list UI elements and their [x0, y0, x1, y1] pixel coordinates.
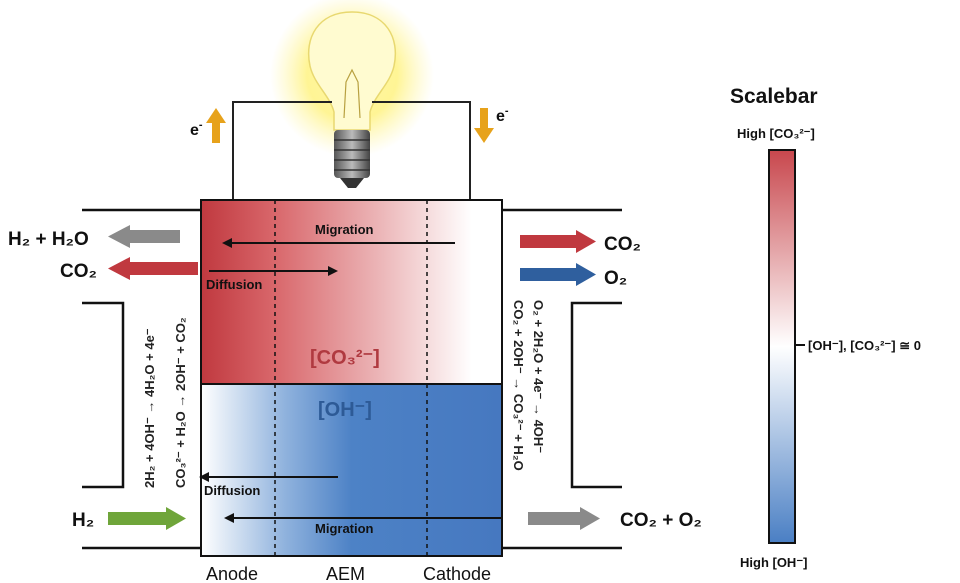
migration-label-top: Migration: [315, 222, 374, 237]
cathode-reaction-2: CO₂ + 2OH⁻ → CO₃²⁻ + H₂O: [511, 300, 526, 471]
co2-o2-outlet-label: CO₂ + O₂: [620, 510, 702, 531]
cell-outline: [200, 199, 503, 557]
electron-label-left: e-: [190, 119, 203, 139]
co2-outlet-arrow-icon: [108, 257, 198, 280]
migration-arrow-top: [222, 238, 455, 248]
circuit-wire-right: [372, 101, 471, 200]
anode-channel-bracket: [82, 301, 125, 489]
co2-o2-outlet-arrow-icon: [528, 507, 600, 530]
scalebar-high-carbonate: High [CO₃²⁻]: [737, 126, 815, 141]
migration-arrow-bottom: [224, 513, 502, 523]
cathode-channel-bracket: [570, 301, 622, 489]
co2-inlet-label: CO₂: [604, 234, 641, 255]
hydroxide-label: [OH⁻]: [318, 399, 372, 421]
h2-inlet-label: H₂: [72, 510, 94, 531]
electron-arrow-up-icon: [206, 108, 226, 143]
hydroxide-region: [201, 384, 502, 556]
diffusion-arrow-bottom: [199, 472, 338, 482]
h2-h2o-label: H₂ + H₂O: [8, 229, 89, 250]
electron-arrow-down-icon: [474, 108, 494, 143]
o2-inlet-arrow-icon: [520, 263, 596, 286]
lightbulb-icon: [270, 0, 434, 188]
cathode-reaction-1: O₂ + 2H₂O + 4e⁻ → 4OH⁻: [531, 300, 546, 453]
scalebar-gradient: [768, 149, 796, 544]
scalebar-midpoint: [OH⁻], [CO₃²⁻] ≅ 0: [808, 338, 921, 353]
h2-h2o-outlet-arrow-icon: [108, 225, 180, 248]
cathode-label: Cathode: [423, 564, 491, 583]
co2-inlet-arrow-icon: [520, 230, 596, 253]
anode-reaction-1: 2H₂ + 4OH⁻ → 4H₂O + 4e⁻: [142, 328, 157, 488]
electron-label-right: e-: [496, 105, 509, 125]
carbonate-label: [CO₃²⁻]: [310, 347, 380, 369]
circuit-wire-left: [232, 101, 332, 200]
h2-inlet-arrow-icon: [108, 507, 186, 530]
scalebar-high-hydroxide: High [OH⁻]: [740, 555, 808, 570]
anode-label: Anode: [206, 564, 258, 583]
migration-label-bottom: Migration: [315, 521, 374, 536]
o2-inlet-label: O₂: [604, 268, 627, 289]
diffusion-label-top: Diffusion: [206, 277, 262, 292]
co2-outlet-label: CO₂: [60, 261, 97, 282]
carbonate-region: [201, 200, 502, 384]
aem-label: AEM: [326, 564, 365, 583]
diffusion-arrow-top: [209, 266, 338, 276]
anode-reaction-2: CO₃²⁻ + H₂O → 2OH⁻ + CO₂: [173, 317, 188, 488]
diffusion-label-bottom: Diffusion: [204, 483, 260, 498]
scalebar-title: Scalebar: [730, 85, 818, 108]
